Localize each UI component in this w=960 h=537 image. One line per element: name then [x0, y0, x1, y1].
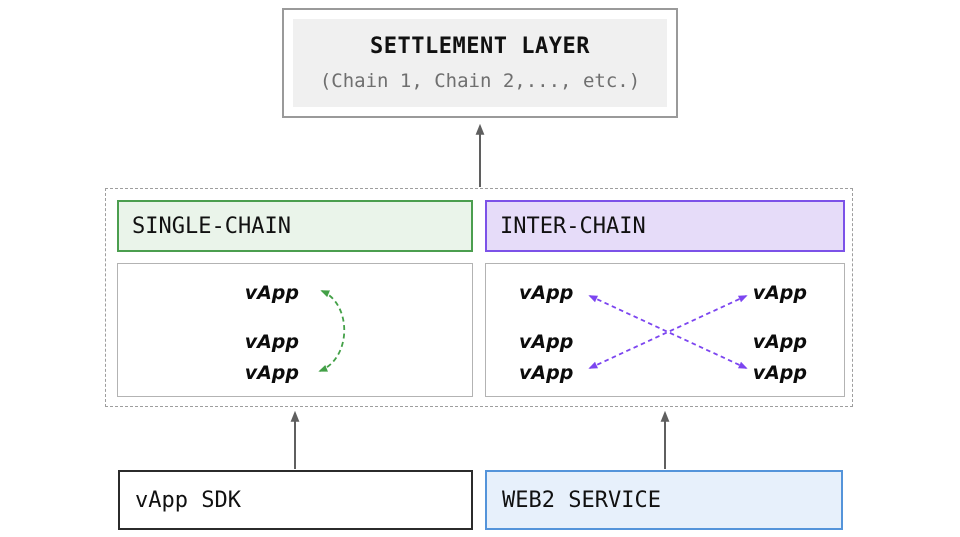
vapp-label: vApp	[244, 331, 299, 353]
settlement-layer-box: SETTLEMENT LAYER (Chain 1, Chain 2,..., …	[282, 8, 678, 118]
inter-chain-label: INTER-CHAIN	[500, 213, 646, 239]
web2-service-label: WEB2 SERVICE	[502, 487, 661, 513]
vapp-label: vApp	[519, 331, 574, 353]
settlement-layer-title: SETTLEMENT LAYER	[370, 34, 590, 59]
single-chain-label: SINGLE-CHAIN	[132, 213, 291, 239]
vapp-layer-container	[105, 188, 853, 407]
vapp-label: vApp	[752, 331, 807, 353]
single-chain-header: SINGLE-CHAIN	[117, 200, 473, 252]
vapp-sdk-label: vApp SDK	[135, 487, 241, 513]
web2-service-box: WEB2 SERVICE	[485, 470, 843, 530]
vapp-sdk-box: vApp SDK	[118, 470, 473, 530]
inter-chain-body: vApp vApp vApp vApp vApp vApp	[485, 263, 845, 397]
vapp-label: vApp	[752, 362, 807, 384]
vapp-label: vApp	[244, 282, 299, 304]
settlement-layer-inner: SETTLEMENT LAYER (Chain 1, Chain 2,..., …	[293, 19, 667, 107]
vapp-label: vApp	[519, 282, 574, 304]
single-chain-body: vApp vApp vApp	[117, 263, 473, 397]
settlement-layer-subtitle: (Chain 1, Chain 2,..., etc.)	[319, 70, 641, 92]
vapp-label: vApp	[752, 282, 807, 304]
vapp-label: vApp	[244, 362, 299, 384]
vapp-label: vApp	[519, 362, 574, 384]
inter-chain-header: INTER-CHAIN	[485, 200, 845, 252]
